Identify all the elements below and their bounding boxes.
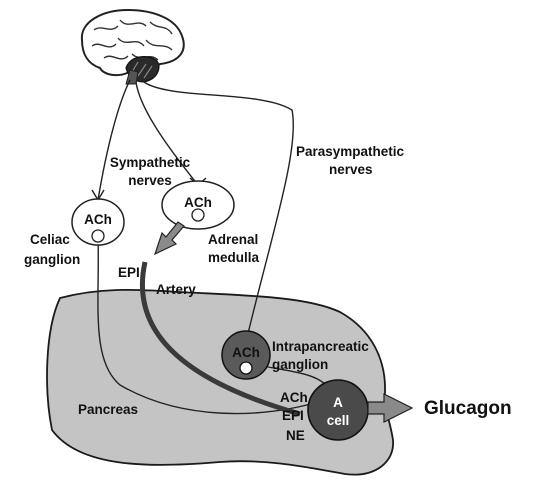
- celiac-to-acell-nerve: [97, 235, 326, 415]
- ne-cell-label: NE: [286, 428, 305, 443]
- parasympathetic-label-line2: nerves: [329, 162, 373, 177]
- intrapancreatic-ganglion: ACh: [221, 330, 271, 380]
- intrapancreatic-label-line1: Intrapancreatic: [272, 339, 369, 354]
- brain-icon: [80, 8, 185, 85]
- adrenal-label-line1: Adrenal: [208, 232, 258, 247]
- celiac-label-line2: ganglion: [24, 252, 80, 267]
- glucagon-release-arrow: [367, 393, 414, 423]
- ach-cell-label: ACh: [280, 390, 308, 405]
- ach-adrenal-label: ACh: [184, 195, 212, 210]
- ach-celiac-label: ACh: [84, 212, 112, 227]
- celiac-ganglion: ACh: [71, 198, 125, 246]
- artery-label: Artery: [156, 282, 196, 297]
- adrenal-release-arrow: [153, 221, 185, 256]
- sympathetic-nerve-adrenal: [135, 81, 199, 186]
- sympathetic-label-line2: nerves: [128, 173, 172, 188]
- adrenal-label-line2: medulla: [208, 250, 260, 265]
- pancreas-label: Pancreas: [78, 402, 138, 417]
- parasympathetic-nerve: [143, 81, 295, 343]
- adrenal-ganglion: ACh: [161, 180, 235, 230]
- epi-top-label: EPI: [118, 265, 140, 280]
- a-cell-label-line1: A: [333, 395, 343, 410]
- sympathetic-nerve-celiac: [97, 79, 131, 201]
- glucagon-label: Glucagon: [424, 398, 512, 419]
- epi-cell-label: EPI: [282, 408, 304, 423]
- sympathetic-label-line1: Sympathetic: [110, 155, 191, 170]
- parasympathetic-label-line1: Parasympathetic: [296, 144, 405, 159]
- a-cell: A cell: [307, 379, 369, 441]
- ach-intra-label: ACh: [232, 345, 260, 360]
- intrapancreatic-label-line2: ganglion: [272, 357, 328, 372]
- a-cell-label-line2: cell: [327, 413, 350, 428]
- artery: [139, 261, 301, 417]
- celiac-label-line1: Celiac: [30, 232, 70, 247]
